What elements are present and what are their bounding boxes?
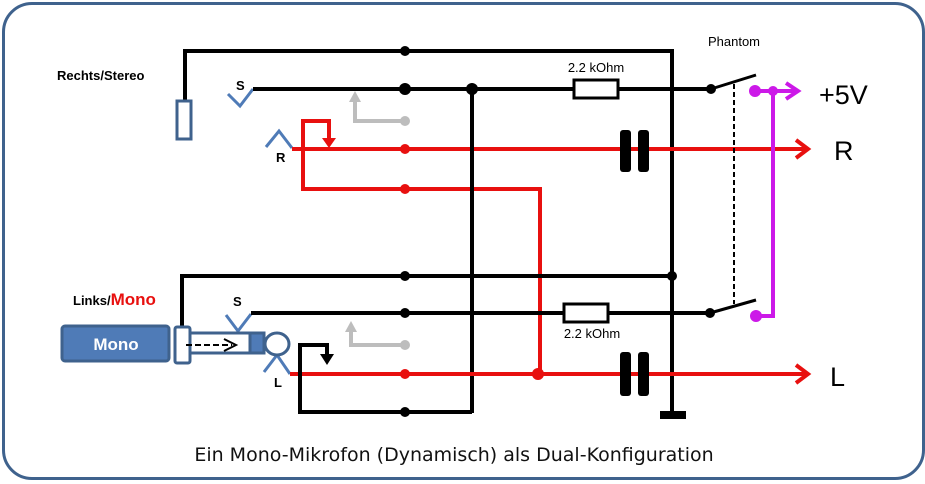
bottom-ground-wire: [180, 274, 672, 326]
output-l-label: L: [830, 362, 845, 392]
phantom-switch-top: [710, 73, 757, 91]
output-r-label: R: [834, 136, 854, 166]
insert-direction-arrow-icon: [223, 338, 239, 352]
r-output-arrow-icon: [794, 138, 812, 160]
left-jack-label-prefix: Links/: [73, 293, 111, 308]
capacitor-bottom-plate-b: [638, 352, 649, 396]
resistor-top-label: 2.2 kOhm: [568, 60, 624, 75]
plug-body: [60, 324, 171, 363]
bottom-gray-switch: [349, 331, 405, 347]
l-switch-loop: [298, 374, 472, 414]
left-jack-label-mono: Mono: [111, 290, 156, 309]
resistor-bottom-label: 2.2 kOhm: [564, 326, 620, 341]
plug-label: Mono: [93, 335, 138, 354]
r-switch-loop: [301, 119, 542, 374]
capacitor-top-plate-a: [620, 130, 631, 172]
top-gray-switch: [353, 101, 405, 123]
output-5v-label: +5V: [819, 80, 868, 110]
left-jack-s-contact: [224, 313, 253, 334]
plug-shaft: [188, 331, 252, 355]
plug-tip-band: [248, 331, 266, 355]
right-jack-r-contact: [264, 128, 294, 149]
resistor-top: [572, 78, 620, 100]
diagram-caption: Ein Mono-Mikrofon (Dynamisch) als Dual-K…: [194, 444, 713, 466]
r-switch-arrow-icon: [322, 138, 336, 148]
phantom-switch-bottom: [709, 298, 757, 315]
bottom-gray-arrow-icon: [345, 321, 357, 332]
right-jack-sleeve-contact: [175, 99, 193, 141]
left-jack-l-contact: [262, 352, 292, 375]
right-jack-s-contact: [226, 88, 255, 109]
l-switch-arrow-icon: [320, 354, 334, 365]
r-contact-label: R: [276, 150, 286, 165]
ground-icon: [660, 411, 686, 419]
right-jack-label: Rechts/Stereo: [57, 68, 144, 83]
l-switch-wire: [298, 343, 329, 374]
plug-tip: [263, 331, 291, 357]
s-top-label: S: [236, 78, 245, 93]
phantom-bus-wire: [757, 91, 775, 318]
phantom-switches: [705, 73, 802, 322]
right-jack: [175, 46, 812, 413]
resistor-bottom: [562, 302, 610, 324]
left-jack: [180, 271, 812, 417]
capacitor-bottom-plate-a: [620, 352, 631, 396]
capacitor-top-plate-b: [638, 130, 649, 172]
mono-plug: [60, 324, 291, 365]
top-ground-wire: [183, 49, 674, 413]
5v-output-arrow-icon: [784, 81, 802, 101]
s-bottom-label: S: [233, 294, 242, 309]
l-contact-label: L: [274, 375, 282, 390]
top-gray-arrow-icon: [349, 91, 361, 102]
l-output-arrow-icon: [794, 363, 812, 385]
phantom-label: Phantom: [708, 34, 760, 49]
left-jack-label: Links/Mono: [73, 290, 156, 309]
